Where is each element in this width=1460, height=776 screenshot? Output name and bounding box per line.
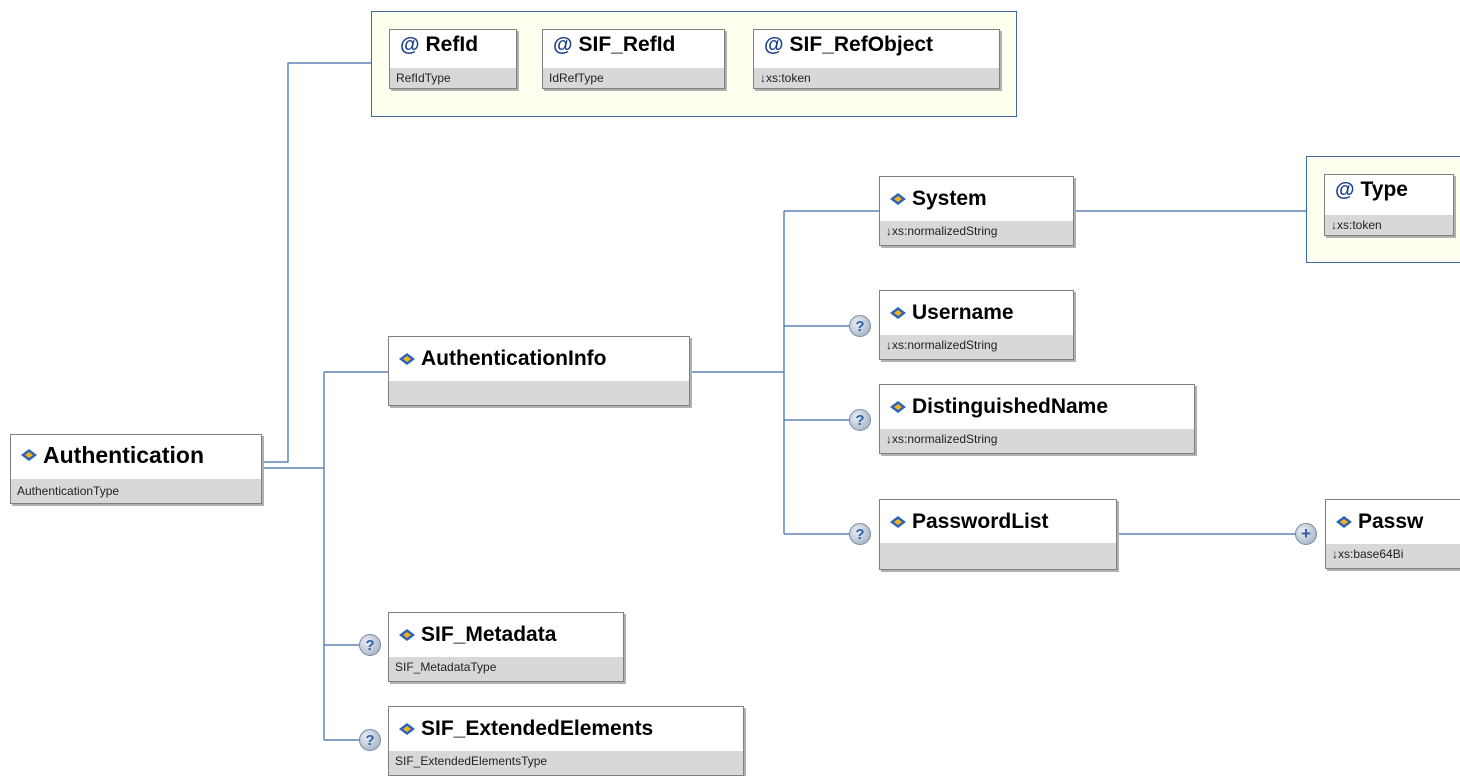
element-sif-extendedelements[interactable]: SIF_ExtendedElements SIF_ExtendedElement…: [388, 706, 744, 776]
element-username[interactable]: Username ↓xs:normalizedString: [879, 290, 1074, 360]
optional-badge: ?: [849, 409, 871, 431]
attribute-type: IdRefType: [543, 68, 724, 88]
attribute-type-label: ↓xs:token: [1325, 215, 1453, 235]
root-element-authentication[interactable]: Authentication AuthenticationType: [10, 434, 262, 504]
element-icon: [399, 723, 415, 735]
system-attribute-group: @Type ↓xs:token: [1306, 156, 1460, 263]
element-system[interactable]: System ↓xs:normalizedString: [879, 176, 1074, 246]
element-passwordlist[interactable]: PasswordList: [879, 499, 1117, 570]
element-icon: [21, 449, 37, 461]
element-type: ↓xs:base64Bi: [1326, 544, 1460, 568]
optional-badge: ?: [359, 729, 381, 751]
element-type: AuthenticationType: [11, 479, 261, 503]
attribute-icon: @: [400, 33, 420, 56]
element-icon: [399, 629, 415, 641]
element-icon: [399, 353, 415, 365]
element-icon: [890, 193, 906, 205]
attribute-icon: @: [1335, 178, 1355, 201]
attribute-icon: @: [553, 33, 573, 56]
attribute-sif-refid[interactable]: @SIF_RefId IdRefType: [542, 29, 725, 89]
attribute-refid[interactable]: @RefId RefIdType: [389, 29, 517, 89]
attribute-sif-refobject[interactable]: @SIF_RefObject ↓xs:token: [753, 29, 1000, 89]
line-root-attributes: [262, 62, 371, 463]
repeating-badge: +: [1295, 523, 1317, 545]
optional-badge: ?: [849, 523, 871, 545]
element-icon: [890, 307, 906, 319]
element-type: SIF_MetadataType: [389, 657, 623, 681]
element-type: SIF_ExtendedElementsType: [389, 751, 743, 775]
element-type: ↓xs:normalizedString: [880, 335, 1073, 359]
element-authenticationinfo[interactable]: AuthenticationInfo: [388, 336, 690, 406]
attribute-group: @RefId RefIdType @SIF_RefId IdRefType @S…: [371, 11, 1017, 117]
attribute-type: RefIdType: [390, 68, 516, 88]
element-type: ↓xs:normalizedString: [880, 221, 1073, 245]
element-icon: [890, 516, 906, 528]
element-password[interactable]: Passw ↓xs:base64Bi: [1325, 499, 1460, 569]
optional-badge: ?: [849, 315, 871, 337]
element-type: ↓xs:normalizedString: [880, 429, 1194, 453]
attribute-type[interactable]: @Type ↓xs:token: [1324, 174, 1454, 236]
element-type: [880, 543, 1116, 569]
element-sif-metadata[interactable]: SIF_Metadata SIF_MetadataType: [388, 612, 624, 682]
attribute-icon: @: [764, 33, 784, 56]
element-icon: [890, 401, 906, 413]
optional-badge: ?: [359, 634, 381, 656]
element-distinguishedname[interactable]: DistinguishedName ↓xs:normalizedString: [879, 384, 1195, 454]
element-icon: [1336, 516, 1352, 528]
attribute-type: ↓xs:token: [754, 68, 999, 88]
element-type: [389, 381, 689, 405]
